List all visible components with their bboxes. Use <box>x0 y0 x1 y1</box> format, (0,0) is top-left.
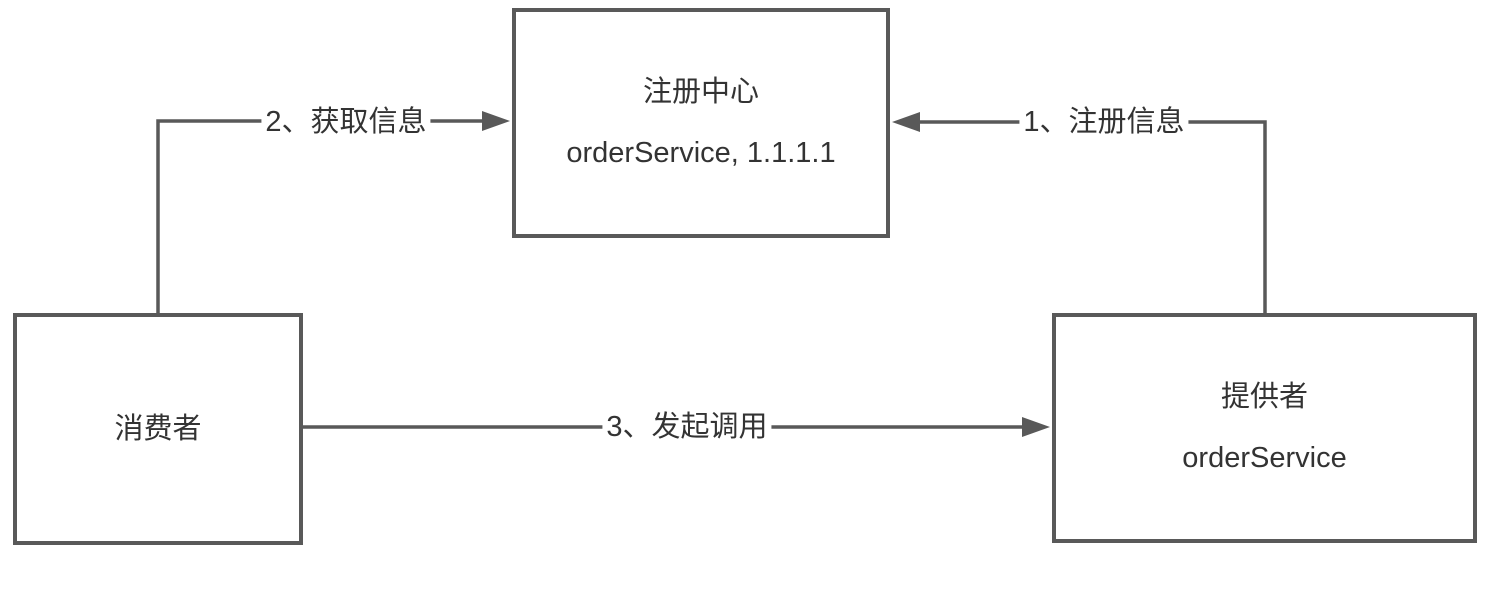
edge-label-invoke: 3、发起调用 <box>602 409 772 445</box>
node-consumer: 消费者 <box>13 313 303 545</box>
node-consumer-title: 消费者 <box>114 412 202 445</box>
edge-register-arrowhead-left-icon <box>892 112 920 132</box>
edge-fetch-arrowhead-right-icon <box>482 111 510 131</box>
edge-label-fetch: 2、获取信息 <box>261 104 431 140</box>
edge-label-register: 1、注册信息 <box>1019 104 1189 140</box>
node-registry-subtitle: orderService, 1.1.1.1 <box>566 137 836 169</box>
node-provider-title: 提供者 <box>1220 381 1308 413</box>
node-provider: 提供者 orderService <box>1052 313 1477 543</box>
node-provider-subtitle: orderService <box>1182 442 1347 474</box>
edge-register-line <box>920 120 1267 313</box>
edge-invoke-arrowhead-right-icon <box>1022 417 1050 437</box>
node-registry: 注册中心 orderService, 1.1.1.1 <box>512 8 890 238</box>
edge-fetch-line <box>156 119 482 313</box>
node-registry-title: 注册中心 <box>642 76 759 108</box>
